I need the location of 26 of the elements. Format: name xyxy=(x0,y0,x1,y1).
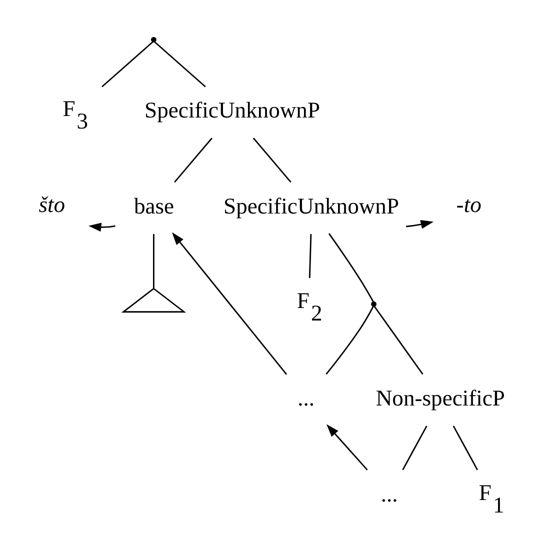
connector xyxy=(102,40,154,87)
connector xyxy=(326,305,374,374)
arrow xyxy=(88,222,116,232)
arrow xyxy=(172,232,288,374)
node-text: Non-specificP xyxy=(376,384,505,410)
connector xyxy=(153,234,154,288)
arrow xyxy=(406,220,434,228)
connector xyxy=(374,305,424,374)
connector xyxy=(252,137,292,182)
connector xyxy=(308,234,312,278)
connector xyxy=(402,425,428,470)
node-text: SpecificUnknownP xyxy=(224,193,400,218)
node-triangle xyxy=(121,287,186,312)
connector xyxy=(174,137,212,182)
node-text: ... xyxy=(380,480,398,506)
node-point xyxy=(150,36,156,42)
arrow xyxy=(326,424,368,470)
node-text: ... xyxy=(298,384,315,410)
connector xyxy=(452,425,478,470)
node-text: što xyxy=(38,192,66,217)
node-point xyxy=(371,300,377,306)
node-text: SpecificUnknownP xyxy=(144,97,320,122)
node-text: base xyxy=(134,193,174,218)
connector xyxy=(328,232,374,302)
connector xyxy=(154,40,206,87)
node-text: -to xyxy=(456,192,482,217)
